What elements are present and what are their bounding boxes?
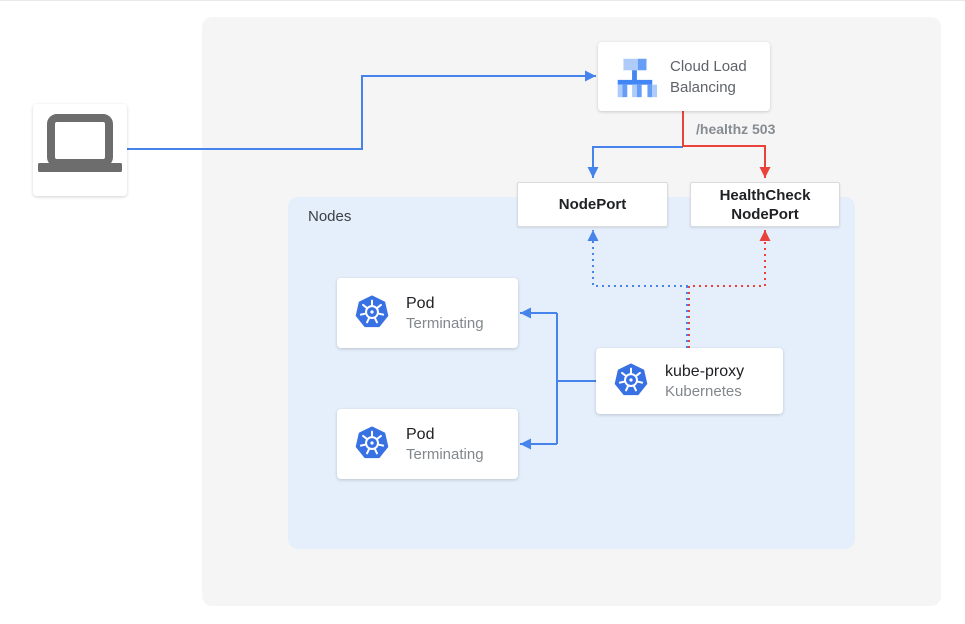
nodeport-label: NodePort bbox=[558, 196, 627, 213]
client-card bbox=[33, 104, 127, 196]
pod-card-2: Pod Terminating bbox=[337, 409, 518, 479]
pod-title: Pod bbox=[406, 425, 435, 443]
kubernetes-icon bbox=[355, 295, 389, 328]
kube-proxy-title: kube-proxy bbox=[665, 362, 745, 380]
kube-proxy-subtitle: Kubernetes bbox=[665, 382, 742, 400]
kubernetes-icon bbox=[355, 426, 389, 459]
pod-status: Terminating bbox=[406, 445, 484, 463]
laptop-icon bbox=[38, 114, 122, 172]
healthcheck-nodeport-box: HealthCheck NodePort bbox=[690, 182, 840, 227]
healthcheck-label-line2: NodePort bbox=[731, 205, 799, 223]
pod-card-1: Pod Terminating bbox=[337, 278, 518, 348]
nodes-label: Nodes bbox=[308, 208, 352, 225]
healthz-status-label: /healthz 503 bbox=[696, 121, 776, 137]
cloud-load-balancing-label: Cloud Load Balancing bbox=[670, 57, 747, 96]
pod-text: Pod Terminating bbox=[406, 293, 484, 334]
kubernetes-icon bbox=[614, 363, 648, 396]
healthcheck-label-line1: HealthCheck bbox=[719, 186, 811, 204]
nodeport-box: NodePort bbox=[517, 182, 668, 227]
pod-title: Pod bbox=[406, 294, 435, 312]
load-balancer-icon bbox=[617, 58, 658, 97]
cloud-load-balancing-card: Cloud Load Balancing bbox=[598, 42, 770, 111]
kube-proxy-card: kube-proxy Kubernetes bbox=[596, 348, 783, 414]
pod-text: Pod Terminating bbox=[406, 424, 484, 465]
kube-proxy-text: kube-proxy Kubernetes bbox=[665, 361, 744, 402]
pod-status: Terminating bbox=[406, 314, 484, 332]
